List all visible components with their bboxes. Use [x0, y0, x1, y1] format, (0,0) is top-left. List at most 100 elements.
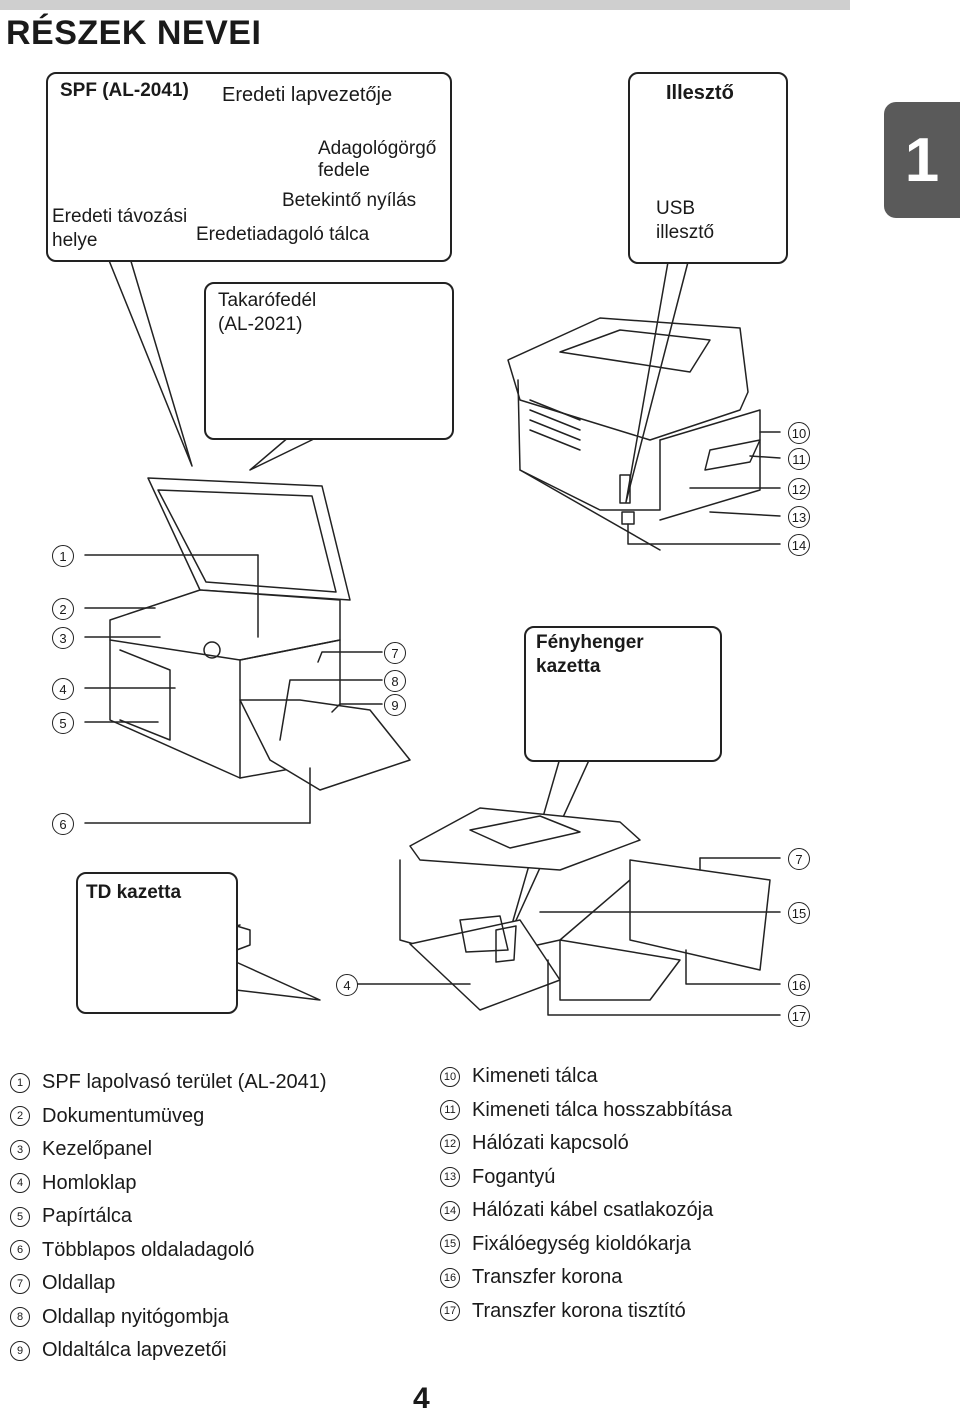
legend-item: 15 Fixálóegység kioldókarja	[440, 1228, 732, 1262]
drum-title-2: kazetta	[536, 656, 601, 677]
legend-item: 10 Kimeneti tálca	[440, 1060, 732, 1094]
legend-num: 8	[10, 1307, 30, 1328]
callout-11: 11	[788, 448, 810, 470]
legend-text: Oldallap nyitógombja	[42, 1305, 229, 1328]
td-pointer	[235, 961, 321, 1001]
callout-7-front: 7	[384, 642, 406, 664]
callout-4: 4	[52, 678, 74, 700]
td-callout-box	[76, 872, 238, 1014]
legend-num: 9	[10, 1340, 30, 1361]
inspection-slot-label: Betekintő nyílás	[282, 190, 417, 211]
legend-text: Kimeneti tálca	[472, 1065, 598, 1088]
legend-item: 17 Transzfer korona tisztító	[440, 1295, 732, 1329]
callout-16: 16	[788, 974, 810, 996]
legend-num: 6	[10, 1240, 30, 1261]
spf-pointer	[107, 257, 193, 467]
legend-text: Oldaltálca lapvezetői	[42, 1339, 227, 1362]
legend-text: Oldallap	[42, 1272, 116, 1295]
legend-text: Fogantyú	[472, 1165, 556, 1188]
legend-num: 2	[10, 1106, 30, 1127]
callout-9: 9	[384, 694, 406, 716]
legend-left: 1 SPF lapolvasó terület (AL-2041) 2 Dokume…	[10, 1066, 327, 1368]
callout-12: 12	[788, 478, 810, 500]
chapter-number: 1	[904, 125, 940, 195]
legend-num: 7	[10, 1273, 30, 1294]
callout-15: 15	[788, 902, 810, 924]
legend-text: Transzfer korona	[472, 1266, 623, 1289]
legend-num: 1	[10, 1072, 30, 1093]
legend-text: Kimeneti tálca hosszabbítása	[472, 1098, 733, 1121]
cover-pointer	[249, 435, 321, 471]
legend-item: 8 Oldallap nyitógombja	[10, 1301, 327, 1335]
callout-14: 14	[788, 534, 810, 556]
legend-num: 10	[440, 1066, 460, 1087]
drum-title-1: Fényhenger	[536, 632, 644, 653]
callout-2: 2	[52, 598, 74, 620]
legend-item: 14 Hálózati kábel csatlakozója	[440, 1194, 732, 1228]
legend-num: 14	[440, 1200, 460, 1221]
legend-text: Transzfer korona tisztító	[472, 1299, 686, 1322]
legend-item: 7 Oldallap	[10, 1267, 327, 1301]
cover-title-2: (AL-2021)	[218, 314, 303, 335]
rear-machine-drawing	[507, 317, 781, 551]
usb-label-2: illesztő	[656, 222, 715, 243]
legend-item: 2 Dokumentumüveg	[10, 1100, 327, 1134]
callout-6: 6	[52, 813, 74, 835]
legend-item: 16 Transzfer korona	[440, 1261, 732, 1295]
spf-model-label: SPF (AL-2041)	[60, 80, 189, 101]
callout-5: 5	[52, 712, 74, 734]
legend-num: 3	[10, 1139, 30, 1160]
spf-callout-box	[46, 72, 452, 262]
callout-10: 10	[788, 422, 810, 444]
exit-area-label-1: Eredeti távozási	[52, 206, 188, 227]
callout-17: 17	[788, 1005, 810, 1027]
original-tray-label: Eredetiadagoló tálca	[196, 224, 370, 245]
legend-num: 16	[440, 1267, 460, 1288]
legend-num: 13	[440, 1167, 460, 1188]
open-machine-drawing	[345, 807, 781, 1016]
header-rule	[0, 0, 850, 10]
legend-item: 13 Fogantyú	[440, 1161, 732, 1195]
interface-callout-box	[628, 72, 788, 264]
drum-callout-box	[524, 626, 722, 762]
legend-num: 5	[10, 1206, 30, 1227]
legend-text: Fixálóegység kioldókarja	[472, 1232, 692, 1255]
legend-item: 1 SPF lapolvasó terület (AL-2041)	[10, 1066, 327, 1100]
legend-num: 17	[440, 1301, 460, 1322]
legend-num: 11	[440, 1100, 460, 1121]
legend-item: 11 Kimeneti tálca hosszabbítása	[440, 1094, 732, 1128]
callout-3: 3	[52, 627, 74, 649]
legend-item: 6 Többlapos oldaladagoló	[10, 1234, 327, 1268]
legend-num: 12	[440, 1133, 460, 1154]
callout-7-open: 7	[788, 848, 810, 870]
legend-item: 3 Kezelőpanel	[10, 1133, 327, 1167]
legend-num: 15	[440, 1234, 460, 1255]
feed-roller-cover-label-2: fedele	[318, 160, 370, 181]
interface-pointer	[625, 261, 689, 503]
td-title: TD kazetta	[86, 882, 182, 903]
callout-4-open: 4	[336, 974, 358, 996]
callout-1: 1	[52, 545, 74, 567]
exit-area-label-2: helye	[52, 230, 98, 251]
front-machine-drawing	[84, 477, 411, 824]
legend-text: Hálózati kábel csatlakozója	[472, 1199, 714, 1222]
cover-callout-box	[204, 282, 454, 440]
original-guide-label: Eredeti lapvezetője	[222, 84, 393, 106]
legend-text: Papírtálca	[42, 1205, 133, 1228]
page-number: 4	[413, 1382, 430, 1415]
legend-item: 9 Oldaltálca lapvezetői	[10, 1334, 327, 1368]
feed-roller-cover-label-1: Adagológörgő	[318, 138, 437, 159]
legend-right: 10 Kimeneti tálca 11 Kimeneti tálca hossza…	[440, 1060, 732, 1328]
callout-8: 8	[384, 670, 406, 692]
legend-text: SPF lapolvasó terület (AL-2041)	[42, 1071, 327, 1094]
legend-num: 4	[10, 1173, 30, 1194]
chapter-tab: 1	[884, 102, 960, 218]
page-title: RÉSZEK NEVEI	[6, 14, 262, 52]
legend-text: Többlapos oldaladagoló	[42, 1238, 255, 1261]
cover-title-1: Takarófedél	[218, 290, 317, 311]
legend-text: Dokumentumüveg	[42, 1104, 205, 1127]
interface-title: Illesztő	[666, 82, 734, 104]
legend-text: Kezelőpanel	[42, 1138, 153, 1161]
